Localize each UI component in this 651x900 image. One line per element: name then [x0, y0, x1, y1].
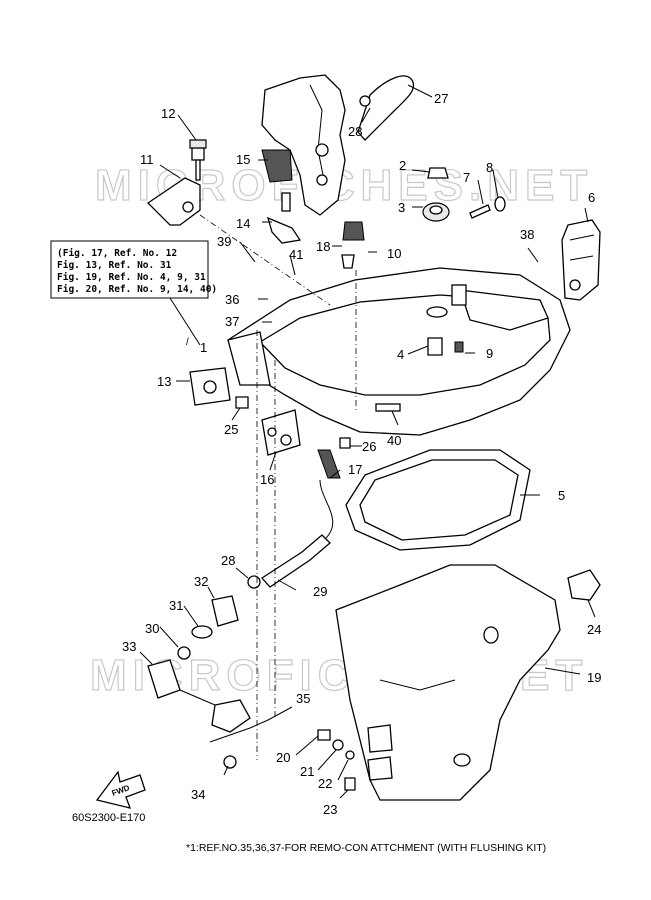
- forward-arrow-icon: FWD: [95, 770, 146, 809]
- part-label: 34: [191, 787, 205, 802]
- part-label: 40: [387, 433, 401, 448]
- diagram-code: 60S2300-E170: [72, 812, 146, 824]
- part-labels: 1 2 3 4 5 6 7 8 9 10 11 12 13 14 15 16 1…: [122, 91, 601, 817]
- part-label: 7: [463, 170, 470, 185]
- part-label: 22: [318, 776, 332, 791]
- part-label: 26: [362, 439, 376, 454]
- part-label: 41: [289, 247, 303, 262]
- reference-line: Fig. 19, Ref. No. 4, 9, 31: [57, 272, 206, 283]
- part-label: 17: [348, 462, 362, 477]
- part-label: 31: [169, 598, 183, 613]
- lock-bracket-6: [561, 219, 601, 301]
- svg-text:/: /: [186, 337, 189, 348]
- rubber-seal-5: [345, 449, 531, 551]
- part-label: 29: [313, 584, 327, 599]
- part-label: 28: [348, 124, 362, 139]
- part-label: 18: [316, 239, 330, 254]
- grommets-upper: [422, 167, 506, 222]
- part-label: 6: [588, 190, 595, 205]
- part-label: 5: [558, 488, 565, 503]
- part-label: 13: [157, 374, 171, 389]
- part-label: 23: [323, 802, 337, 817]
- part-label: 16: [260, 472, 274, 487]
- reference-box: (Fig. 17, Ref. No. 12 Fig. 13, Ref. No. …: [50, 240, 217, 348]
- part-label: 24: [587, 622, 601, 637]
- part-label: 12: [161, 106, 175, 121]
- fasteners-lower: [317, 729, 356, 791]
- part-label: 25: [224, 422, 238, 437]
- grommet-10: [341, 221, 365, 269]
- part-label: 38: [520, 227, 534, 242]
- side-pads: [189, 367, 351, 479]
- part-label: 35: [296, 691, 310, 706]
- part-label: 28: [221, 553, 235, 568]
- part-label: 20: [276, 750, 290, 765]
- part-label: 32: [194, 574, 208, 589]
- part-label: 3: [398, 200, 405, 215]
- lower-cowling-19: [335, 564, 601, 801]
- footnote: *1:REF.NO.35,36,37-FOR REMO-CON ATTCHMEN…: [186, 842, 547, 854]
- part-label: 10: [387, 246, 401, 261]
- part-label: 33: [122, 639, 136, 654]
- reference-line: (Fig. 17, Ref. No. 12: [57, 248, 177, 259]
- part-label: 39: [217, 234, 231, 249]
- alignment-lines: [199, 214, 357, 760]
- reference-line: Fig. 20, Ref. No. 9, 14, 40): [57, 284, 217, 295]
- flushing-hose-29: [247, 479, 334, 589]
- part-label: 8: [486, 160, 493, 175]
- engine-bracket: [261, 74, 415, 216]
- part-label: 9: [486, 346, 493, 361]
- leader-lines: [139, 84, 596, 799]
- part-label: 11: [140, 152, 154, 167]
- part-label: 27: [434, 91, 448, 106]
- part-label: 14: [236, 216, 250, 231]
- reference-line: Fig. 13, Ref. No. 31: [57, 260, 172, 271]
- bracket-11: [146, 139, 207, 226]
- part-label: 1: [200, 340, 207, 355]
- part-label: 2: [399, 158, 406, 173]
- bottom-cowling: [227, 267, 571, 436]
- remote-attachment-parts: [147, 595, 251, 769]
- part-label: 37: [225, 314, 239, 329]
- part-label: 36: [225, 292, 239, 307]
- part-label: 15: [236, 152, 250, 167]
- part-label: 30: [145, 621, 159, 636]
- cable-guide: [261, 149, 302, 244]
- part-label: 19: [587, 670, 601, 685]
- part-label: 4: [397, 347, 404, 362]
- part-label: 21: [300, 764, 314, 779]
